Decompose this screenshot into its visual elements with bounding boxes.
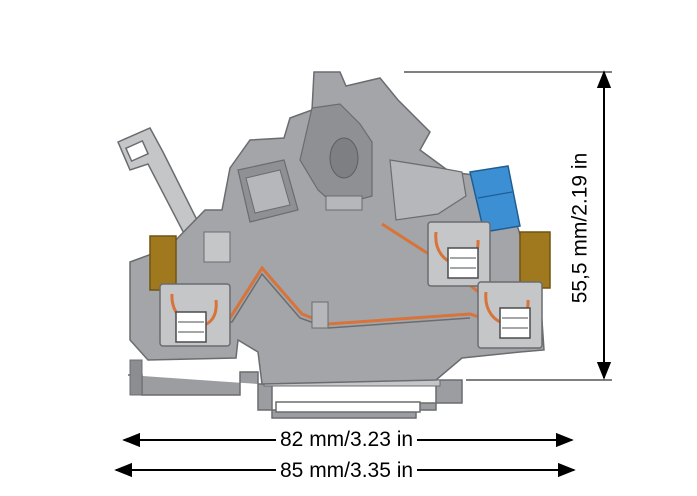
spring-clamp-left [159, 283, 231, 347]
marker-slot [237, 159, 299, 223]
housing-body [129, 71, 545, 385]
spring-clamp-right-lower [477, 281, 543, 349]
ground-tab-left [149, 235, 177, 291]
terminal-block [117, 71, 551, 419]
ground-tab-right [519, 231, 551, 289]
width-dimension-85: 85 mm/3.35 in [276, 460, 418, 481]
blue-marker [469, 165, 521, 233]
center-link-slot [311, 301, 329, 329]
right-housing-lip [389, 159, 467, 221]
height-dimension: 55,5 mm/2.19 in [569, 146, 592, 310]
left-socket [203, 231, 231, 263]
width-dimension-82: 82 mm/3.23 in [276, 429, 418, 450]
spring-clamp-right-upper [427, 221, 491, 287]
upper-bridge-slot [299, 103, 373, 211]
din-rail-foot [128, 359, 463, 419]
